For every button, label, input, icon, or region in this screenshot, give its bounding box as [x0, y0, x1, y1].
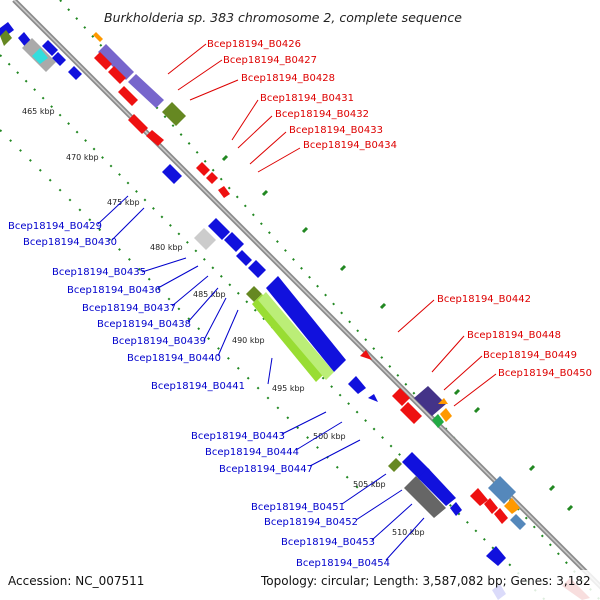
- gene-label[interactable]: Bcep18194_B0454: [296, 558, 390, 569]
- minus-leader-lines: [97, 195, 425, 561]
- gene-arrow[interactable]: [440, 408, 452, 422]
- gene-arrow[interactable]: [208, 218, 230, 240]
- kbp-label: 490 kbp: [232, 336, 265, 345]
- gene-arrow[interactable]: [128, 114, 148, 134]
- gene-arrow[interactable]: [218, 186, 230, 198]
- gene-label[interactable]: Bcep18194_B0442: [437, 294, 531, 305]
- gene-arrow[interactable]: [484, 498, 498, 514]
- accession-text: Accession: NC_007511: [8, 574, 144, 588]
- kbp-ticks: 465 kbp 470 kbp 475 kbp 480 kbp 485 kbp …: [22, 107, 425, 537]
- gene-arrow[interactable]: [488, 476, 516, 504]
- gene-label[interactable]: Bcep18194_B0427: [223, 55, 317, 66]
- gene-arrow[interactable]: [470, 488, 488, 506]
- minus-strand-features: [0, 22, 506, 600]
- plus-leader-lines: [167, 43, 497, 407]
- gene-arrow[interactable]: [196, 162, 210, 176]
- gene-label[interactable]: Bcep18194_B0435: [52, 267, 146, 278]
- minus-gene-labels: Bcep18194_B0429 Bcep18194_B0430 Bcep1819…: [8, 221, 390, 569]
- gene-arrow[interactable]: [128, 74, 164, 108]
- gene-arrow[interactable]: [0, 30, 12, 46]
- gene-arrow[interactable]: [194, 228, 216, 250]
- gene-arrow[interactable]: [162, 164, 182, 184]
- far-inner-track-dotted: [0, 129, 361, 491]
- gene-label[interactable]: Bcep18194_B0426: [207, 39, 301, 50]
- gene-arrow[interactable]: [400, 402, 422, 424]
- gene-label[interactable]: Bcep18194_B0430: [23, 237, 117, 248]
- gene-label[interactable]: Bcep18194_B0431: [260, 93, 354, 104]
- gene-label[interactable]: Bcep18194_B0440: [127, 353, 221, 364]
- gene-arrow[interactable]: [414, 386, 446, 416]
- genome-backbone: [12, 0, 600, 590]
- gene-label[interactable]: Bcep18194_B0451: [251, 502, 345, 513]
- gene-arrow[interactable]: [368, 394, 378, 402]
- kbp-label: 485 kbp: [193, 290, 226, 299]
- gene-label[interactable]: Bcep18194_B0447: [219, 464, 313, 475]
- gene-arrow[interactable]: [494, 508, 508, 524]
- gene-arrow[interactable]: [108, 66, 126, 84]
- gene-arrow[interactable]: [432, 414, 444, 428]
- gene-label[interactable]: Bcep18194_B0432: [275, 109, 369, 120]
- gene-label[interactable]: Bcep18194_B0453: [281, 537, 375, 548]
- gene-label[interactable]: Bcep18194_B0444: [205, 447, 299, 458]
- gene-label[interactable]: Bcep18194_B0441: [151, 381, 245, 392]
- kbp-label: 470 kbp: [66, 153, 99, 162]
- gene-label[interactable]: Bcep18194_B0437: [82, 303, 176, 314]
- gene-arrow[interactable]: [266, 276, 346, 372]
- gene-arrow[interactable]: [248, 260, 266, 278]
- gene-arrow[interactable]: [504, 498, 520, 514]
- gene-label[interactable]: Bcep18194_B0452: [264, 517, 358, 528]
- gene-arrow[interactable]: [98, 44, 134, 80]
- gene-label[interactable]: Bcep18194_B0449: [483, 350, 577, 361]
- gene-arrow[interactable]: [438, 398, 448, 404]
- gene-label[interactable]: Bcep18194_B0429: [8, 221, 102, 232]
- gene-arrow[interactable]: [42, 40, 58, 56]
- gene-arrow[interactable]: [68, 66, 82, 80]
- gene-label[interactable]: Bcep18194_B0439: [112, 336, 206, 347]
- gene-label[interactable]: Bcep18194_B0448: [467, 330, 561, 341]
- plus-strand-features: [93, 32, 590, 600]
- gene-arrow[interactable]: [450, 502, 462, 516]
- gene-arrow[interactable]: [486, 546, 506, 566]
- kbp-label: 510 kbp: [392, 528, 425, 537]
- gene-label[interactable]: Bcep18194_B0436: [67, 285, 161, 296]
- topology-text: Topology: circular; Length: 3,587,082 bp…: [260, 574, 591, 588]
- gene-label[interactable]: Bcep18194_B0450: [498, 368, 592, 379]
- gene-arrow[interactable]: [224, 232, 244, 252]
- gene-arrow[interactable]: [236, 250, 252, 266]
- gene-arrow[interactable]: [32, 48, 48, 64]
- map-title: Burkholderia sp. 383 chromosome 2, compl…: [104, 10, 462, 25]
- kbp-label: 500 kbp: [313, 432, 346, 441]
- plus-gene-labels: Bcep18194_B0426 Bcep18194_B0427 Bcep1819…: [207, 39, 592, 379]
- gene-arrow[interactable]: [93, 32, 103, 42]
- gene-arrow[interactable]: [162, 102, 186, 126]
- gene-arrow[interactable]: [348, 376, 366, 394]
- gene-arrow[interactable]: [510, 514, 526, 530]
- gene-arrow[interactable]: [404, 476, 446, 518]
- gene-label[interactable]: Bcep18194_B0438: [97, 319, 191, 330]
- gene-arrow[interactable]: [252, 294, 326, 382]
- gene-arrow[interactable]: [118, 86, 138, 106]
- gene-label[interactable]: Bcep18194_B0428: [241, 73, 335, 84]
- gene-arrow[interactable]: [94, 52, 112, 70]
- kbp-label: 480 kbp: [150, 243, 183, 252]
- gene-arrow[interactable]: [392, 388, 410, 406]
- gene-arrow[interactable]: [206, 172, 218, 184]
- gene-arrow[interactable]: [360, 350, 372, 360]
- gene-arrow[interactable]: [418, 468, 456, 506]
- footer-background: [0, 570, 600, 600]
- gene-arrow[interactable]: [388, 458, 402, 472]
- gene-label[interactable]: Bcep18194_B0433: [289, 125, 383, 136]
- kbp-label: 495 kbp: [272, 384, 305, 393]
- gene-label[interactable]: Bcep18194_B0434: [303, 140, 397, 151]
- gene-arrow[interactable]: [52, 52, 66, 66]
- gene-label[interactable]: Bcep18194_B0443: [191, 431, 285, 442]
- outer-track-ticks: [221, 154, 574, 512]
- kbp-label: 475 kbp: [107, 198, 140, 207]
- kbp-label: 505 kbp: [353, 480, 386, 489]
- gene-arrow[interactable]: [258, 292, 334, 380]
- kbp-label: 465 kbp: [22, 107, 55, 116]
- gene-arrow[interactable]: [146, 130, 164, 146]
